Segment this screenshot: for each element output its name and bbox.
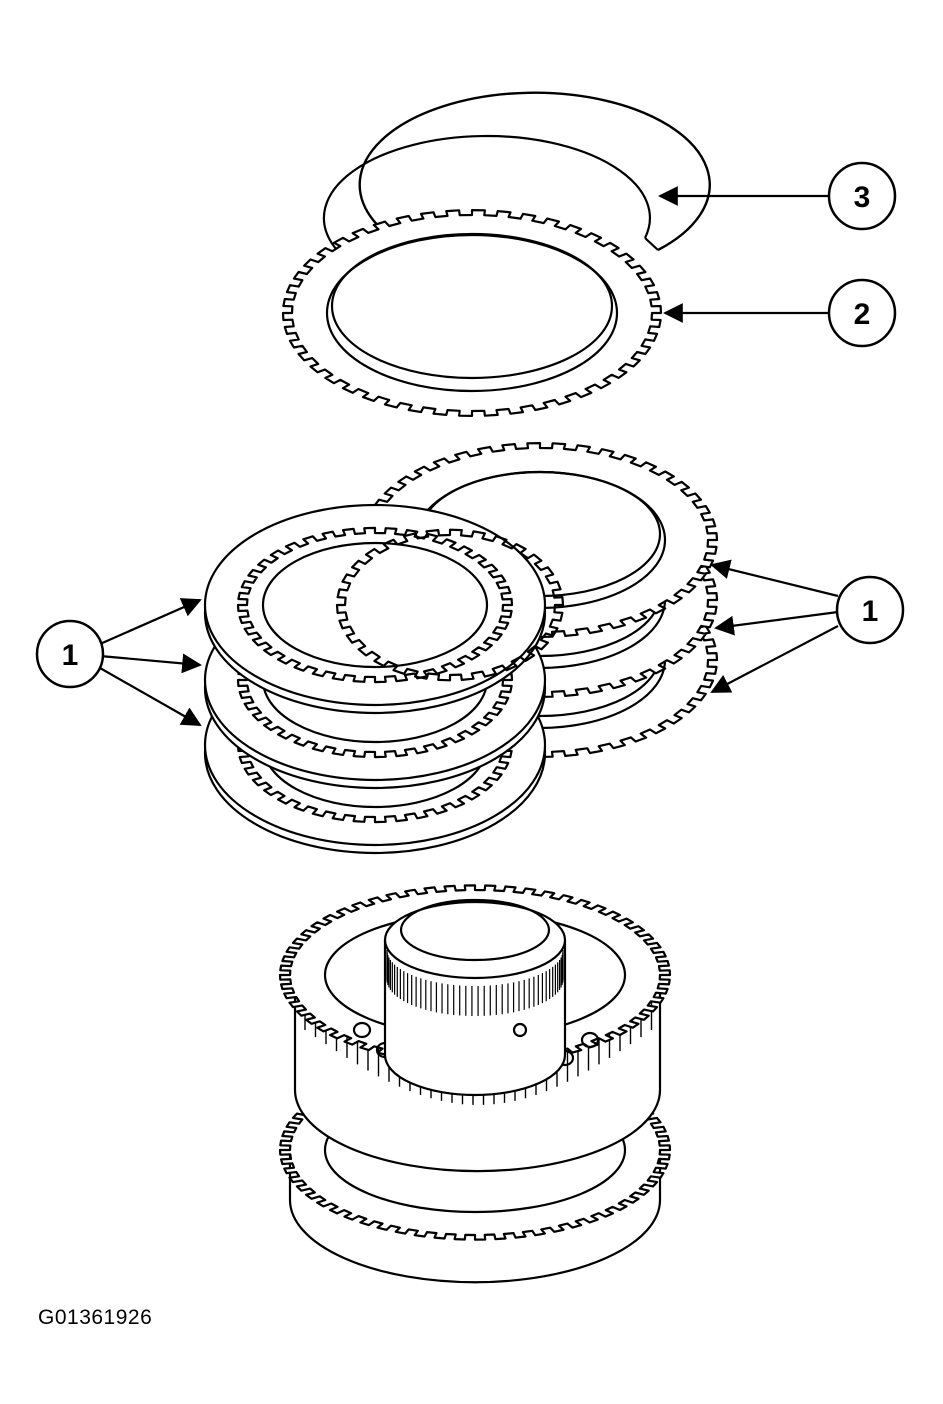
hub-hole xyxy=(352,1021,372,1039)
pressure-plate-bore-edge xyxy=(330,232,614,380)
callout-1-right-label: 1 xyxy=(862,595,879,628)
clutch-plates-left xyxy=(203,503,565,855)
friction-plate-hole-shadow xyxy=(261,541,489,669)
callout-1-right: 1 xyxy=(710,559,905,693)
callout-1-left: 1 xyxy=(35,598,202,726)
callout-2: 2 xyxy=(663,278,897,348)
clutch-hub xyxy=(278,884,672,1284)
hub-sleeve-bore xyxy=(399,898,551,962)
pressure-plate-teeth xyxy=(281,209,663,417)
hub-sleeve xyxy=(383,940,567,1097)
pressure-plate xyxy=(281,209,663,417)
callout-3-label: 3 xyxy=(854,181,871,214)
hub-sleeve-top xyxy=(383,900,567,980)
callout-1-left-label: 1 xyxy=(62,639,79,672)
callout-2-label: 2 xyxy=(854,298,871,331)
callout-3: 3 xyxy=(658,161,897,231)
figure-id: G01361926 xyxy=(38,1306,153,1329)
hub-hole xyxy=(580,1031,600,1049)
hub-sleeve-hole xyxy=(512,1022,528,1038)
snap-ring-gap-end xyxy=(644,237,659,251)
steel-plate-tilted xyxy=(335,528,565,682)
